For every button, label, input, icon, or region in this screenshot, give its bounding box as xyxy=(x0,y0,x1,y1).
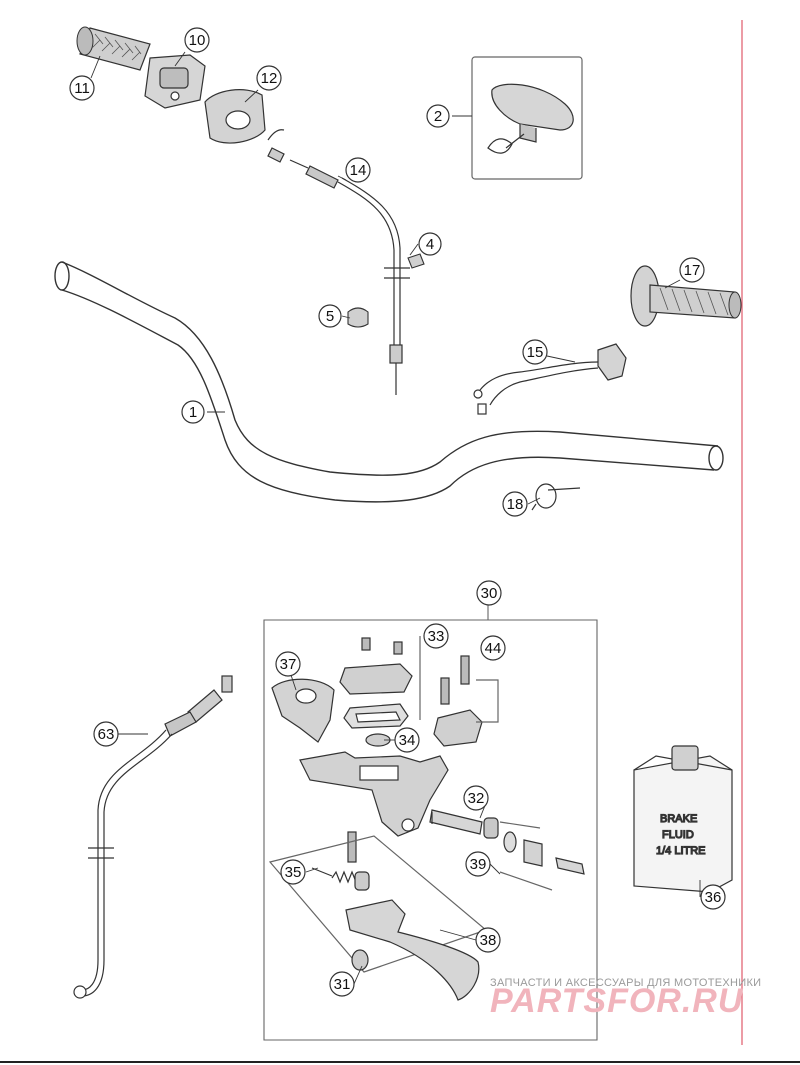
throttle-cover-part xyxy=(204,89,285,144)
brake-lever-part xyxy=(345,899,480,1001)
svg-text:30: 30 xyxy=(481,585,498,602)
brake-assembly-box xyxy=(263,604,598,1041)
svg-text:12: 12 xyxy=(261,70,278,87)
svg-text:37: 37 xyxy=(280,656,297,673)
left-grip-part xyxy=(76,26,151,71)
callout-35: 35 xyxy=(280,859,306,885)
master-cylinder-part xyxy=(299,751,449,837)
callout-18: 18 xyxy=(502,491,528,517)
fluid-label-line3: 1/4 LITRE xyxy=(656,845,706,857)
boot-part xyxy=(499,831,585,891)
leader-lines xyxy=(90,51,701,985)
piston-part xyxy=(429,809,541,839)
svg-text:2: 2 xyxy=(434,108,442,125)
svg-text:5: 5 xyxy=(326,308,334,325)
svg-text:4: 4 xyxy=(426,236,434,253)
svg-text:1: 1 xyxy=(189,404,197,421)
svg-text:44: 44 xyxy=(485,640,502,657)
callout-38: 38 xyxy=(475,927,501,953)
svg-text:39: 39 xyxy=(470,856,487,873)
callout-14: 14 xyxy=(345,157,371,183)
fluid-label-line1: BRAKE xyxy=(660,813,697,825)
callout-15: 15 xyxy=(522,339,548,365)
callout-39: 39 xyxy=(465,851,491,877)
sleeve-part xyxy=(407,253,425,269)
callout-1: 1 xyxy=(181,400,205,424)
svg-text:10: 10 xyxy=(189,32,206,49)
reservoir-cover-part xyxy=(339,637,413,729)
callout-44: 44 xyxy=(480,635,506,661)
throttle-housing-part xyxy=(144,54,206,109)
cable-63-part xyxy=(73,675,233,999)
callout-11: 11 xyxy=(69,75,95,101)
svg-text:35: 35 xyxy=(285,864,302,881)
handguard-part xyxy=(471,56,583,180)
svg-text:34: 34 xyxy=(399,732,416,749)
callout-31: 31 xyxy=(329,971,355,997)
svg-text:31: 31 xyxy=(334,976,351,993)
cap-part xyxy=(347,307,369,328)
callout-10: 10 xyxy=(184,27,210,53)
callout-17: 17 xyxy=(679,257,705,283)
callout-34: 34 xyxy=(394,727,420,753)
cable-tie-part xyxy=(531,483,581,511)
svg-text:17: 17 xyxy=(684,262,701,279)
svg-text:11: 11 xyxy=(74,80,90,97)
fluid-label-line2: FLUID xyxy=(662,829,694,841)
callout-32: 32 xyxy=(463,785,489,811)
callout-33: 33 xyxy=(423,623,449,649)
svg-text:14: 14 xyxy=(350,162,367,179)
svg-text:32: 32 xyxy=(468,790,485,807)
callout-5: 5 xyxy=(318,304,342,328)
kill-switch-part xyxy=(473,343,627,415)
clamp-part xyxy=(433,655,499,747)
svg-text:15: 15 xyxy=(527,344,544,361)
svg-text:36: 36 xyxy=(705,889,722,906)
callout-4: 4 xyxy=(418,232,442,256)
callout-63: 63 xyxy=(93,721,119,747)
throttle-cable-part xyxy=(267,147,410,395)
svg-text:63: 63 xyxy=(98,726,115,743)
callout-37: 37 xyxy=(275,651,301,677)
lever-guard-part xyxy=(271,678,335,743)
callout-30: 30 xyxy=(476,580,502,606)
callout-12: 12 xyxy=(256,65,282,91)
watermark-brand: PARTSFOR.RU xyxy=(490,982,744,1020)
callout-36: 36 xyxy=(700,884,726,910)
right-grip-part xyxy=(630,265,742,327)
handlebar-part xyxy=(54,261,724,503)
svg-text:38: 38 xyxy=(480,932,497,949)
svg-text:18: 18 xyxy=(507,496,524,513)
watermark-tagline: ЗАПЧАСТИ И АКСЕССУАРЫ ДЛЯ МОТОТЕХНИКИ xyxy=(490,977,761,989)
svg-text:33: 33 xyxy=(428,628,445,645)
callout-2: 2 xyxy=(426,104,450,128)
brake-fluid-jug: BRAKE FLUID 1/4 LITRE xyxy=(633,745,733,893)
